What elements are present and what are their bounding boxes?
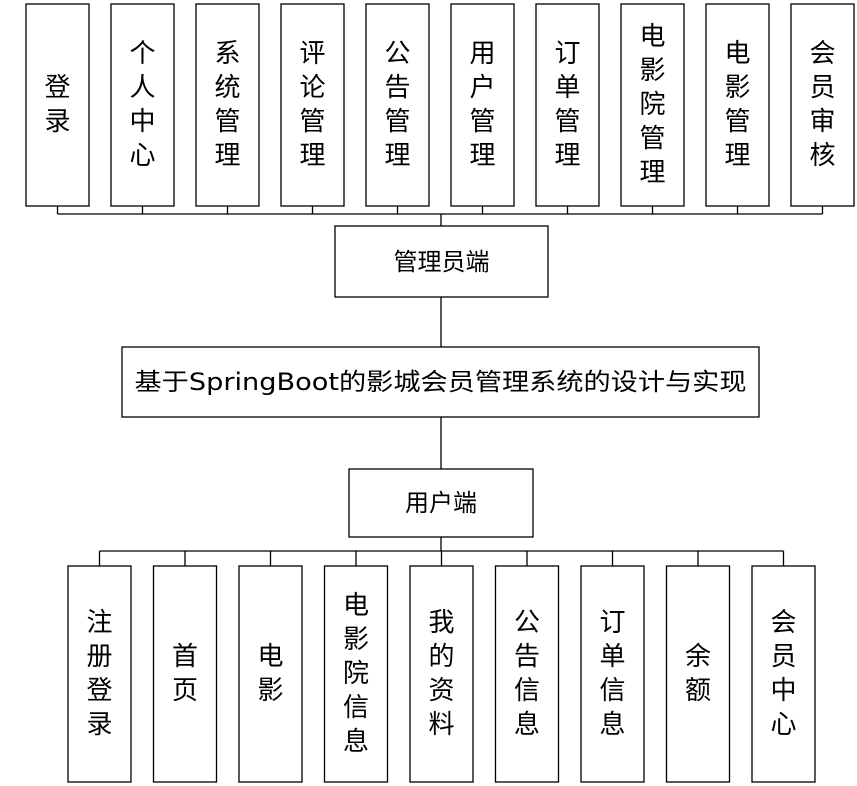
admin-module-box (705, 3, 770, 207)
admin-module-box (790, 3, 855, 207)
admin-module-box (110, 3, 175, 207)
user-module-label: 余额 (685, 642, 711, 706)
user-module-box (580, 565, 645, 783)
admin-module-box (280, 3, 345, 207)
root-node-label: 基于SpringBoot的影城会员管理系统的设计与实现 (135, 368, 747, 396)
user-module-box (751, 565, 816, 783)
user-module-box (665, 565, 731, 783)
admin-module-label: 评论管理 (299, 39, 325, 171)
user-node-label: 用户端 (405, 489, 477, 517)
admin-module-box (620, 3, 685, 207)
admin-module-label: 电影管理 (724, 39, 750, 171)
admin-module-box (25, 3, 90, 207)
admin-module-label: 登录 (44, 73, 70, 137)
user-module-box (67, 565, 132, 783)
user-module-label: 注册登录 (86, 608, 112, 740)
admin-node-label: 管理员端 (394, 248, 490, 276)
root-node-box (121, 346, 760, 418)
admin-module-label: 个人中心 (129, 39, 155, 171)
admin-module-label: 会员审核 (809, 39, 835, 171)
admin-module-group: 登录 个人中心 系统管理 评论管理 公告管理 用户管理 订单管理 电影院管理 电影管理 会员审核 (25, 3, 855, 207)
admin-module-box (365, 3, 430, 207)
user-module-label: 会员中心 (770, 608, 796, 740)
admin-module-box (535, 3, 600, 207)
user-module-label: 订单信息 (599, 608, 625, 740)
user-module-label: 电影院信息 (343, 591, 369, 757)
user-module-label: 我的资料 (428, 608, 454, 740)
admin-module-label: 电影院管理 (639, 22, 665, 188)
admin-module-label: 订单管理 (554, 39, 580, 171)
admin-node-box (334, 225, 549, 298)
user-module-label: 首页 (172, 642, 198, 706)
user-module-box (409, 565, 474, 783)
user-module-box (323, 565, 389, 783)
user-module-label: 公告信息 (514, 608, 540, 740)
admin-module-box (450, 3, 515, 207)
admin-module-label: 用户管理 (469, 39, 495, 171)
connector-lines (56, 206, 824, 566)
user-node-box (348, 468, 534, 538)
user-module-box (238, 565, 303, 783)
admin-module-label: 公告管理 (384, 39, 410, 171)
user-module-box (152, 565, 218, 783)
user-module-label: 电影 (257, 642, 283, 706)
admin-module-label: 系统管理 (214, 39, 240, 171)
admin-module-box (195, 3, 260, 207)
user-module-box (494, 565, 560, 783)
